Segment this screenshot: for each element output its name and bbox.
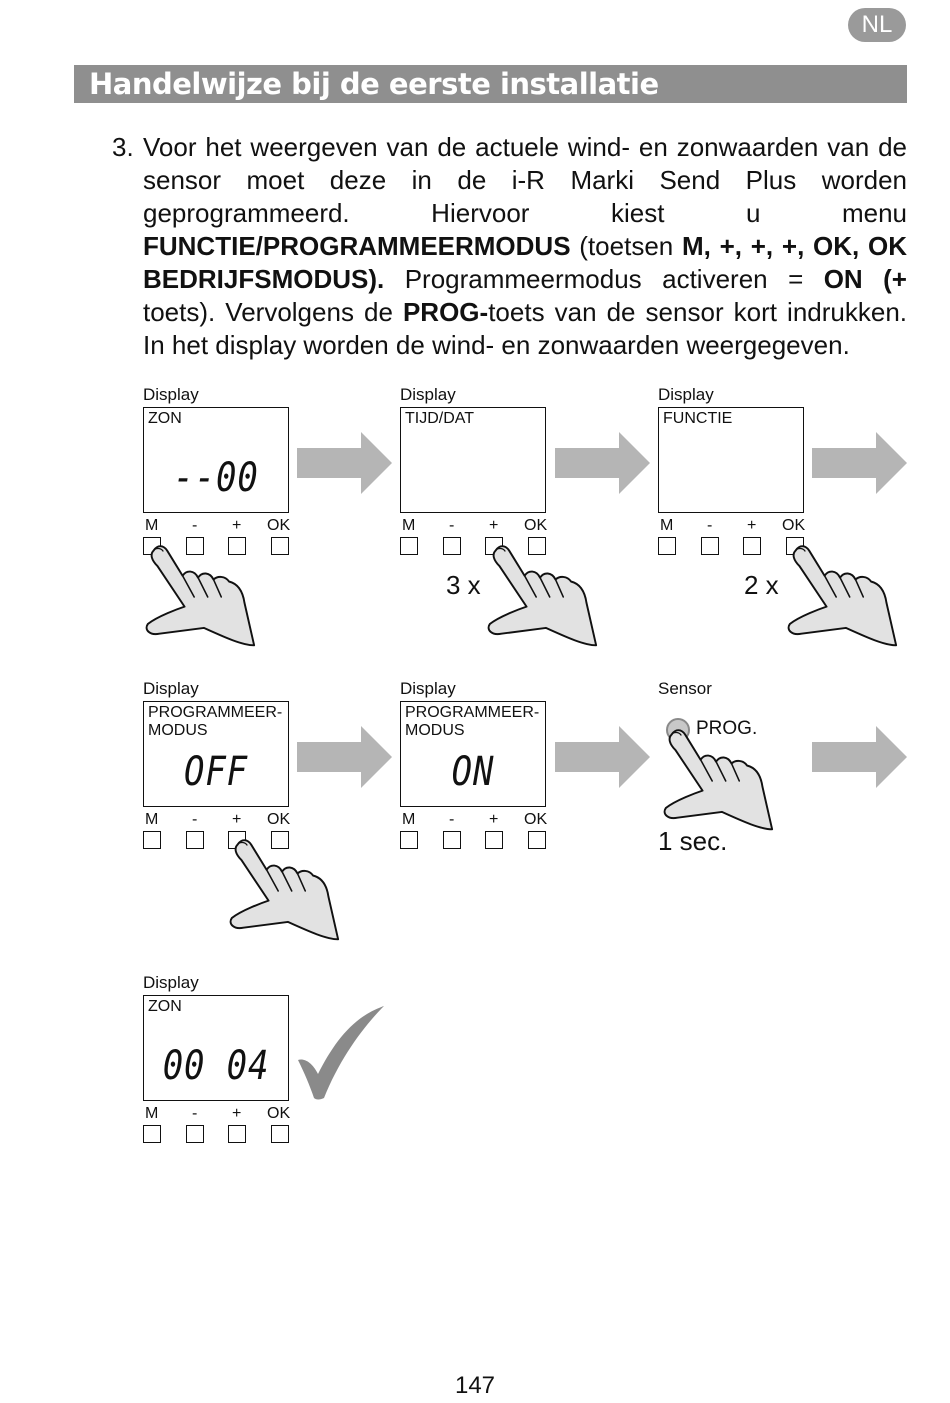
press-count: 2 x <box>744 570 779 600</box>
key-m[interactable] <box>143 831 161 849</box>
page-number: 147 <box>454 1372 496 1399</box>
keypad <box>658 537 810 557</box>
lcd-title: PROGRAMMEER- MODUS <box>405 704 540 739</box>
panel-label: Display <box>143 385 199 404</box>
panel-label: Display <box>400 385 456 404</box>
key-plus[interactable] <box>743 537 761 555</box>
key-ok[interactable] <box>271 1125 289 1143</box>
arrow-right-icon <box>555 726 650 788</box>
key-m[interactable] <box>143 1125 161 1143</box>
arrow-right-icon <box>812 432 907 494</box>
lcd-screen: TIJD/DAT <box>400 407 546 513</box>
checkmark-icon <box>298 1006 384 1100</box>
key-minus[interactable] <box>701 537 719 555</box>
key-m[interactable] <box>658 537 676 555</box>
sensor-label: Sensor <box>658 679 712 698</box>
pointing-hand-icon <box>663 729 774 831</box>
panel-label: Display <box>143 679 199 698</box>
display-panel-3: Display FUNCTIE M-+OK <box>658 385 818 655</box>
display-panel-6: Display ZON 00 04 M-+OK <box>143 973 303 1243</box>
key-plus[interactable] <box>485 831 503 849</box>
pointing-hand-icon <box>787 545 898 647</box>
prog-button-label: PROG. <box>696 718 758 739</box>
lcd-title: TIJD/DAT <box>405 410 475 427</box>
lcd-screen: FUNCTIE <box>658 407 804 513</box>
key-m[interactable] <box>400 537 418 555</box>
section-header: Handelwijze bij de eerste installatie <box>74 65 907 103</box>
key-minus[interactable] <box>186 537 204 555</box>
lcd-value: OFF <box>184 749 248 795</box>
display-panel-2: Display TIJD/DAT M-+OK <box>400 385 560 655</box>
key-ok[interactable] <box>528 537 546 555</box>
keypad <box>143 1125 295 1145</box>
panel-label: Display <box>658 385 714 404</box>
arrow-right-icon <box>555 432 650 494</box>
panel-label: Display <box>400 679 456 698</box>
key-ok[interactable] <box>271 537 289 555</box>
lcd-screen: ZON --00 <box>143 407 289 513</box>
key-plus[interactable] <box>228 537 246 555</box>
key-minus[interactable] <box>443 537 461 555</box>
pointing-hand-icon <box>229 839 340 941</box>
keypad <box>400 831 552 851</box>
pointing-hand-icon <box>487 545 598 647</box>
step-text: Voor het weergeven van de actuele wind- … <box>143 132 907 360</box>
press-count: 3 x <box>446 570 481 600</box>
press-duration: 1 sec. <box>658 826 728 856</box>
lcd-screen: PROGRAMMEER- MODUS OFF <box>143 701 289 807</box>
key-m[interactable] <box>400 831 418 849</box>
key-minus[interactable] <box>186 1125 204 1143</box>
display-panel-5: Display PROGRAMMEER- MODUS ON M-+OK <box>400 679 560 949</box>
step-3: 3. Voor het weergeven van de actuele win… <box>112 131 907 362</box>
key-minus[interactable] <box>186 831 204 849</box>
lcd-value: ON <box>451 749 495 795</box>
arrow-right-icon <box>297 432 392 494</box>
lcd-value: 00 04 <box>162 1043 270 1089</box>
pointing-hand-icon <box>145 545 256 647</box>
language-badge: NL <box>848 8 906 42</box>
keypad <box>143 831 295 851</box>
lcd-title: FUNCTIE <box>663 410 733 427</box>
lcd-title: PROGRAMMEER- MODUS <box>148 704 283 739</box>
arrow-right-icon <box>812 726 907 788</box>
lcd-screen: ZON 00 04 <box>143 995 289 1101</box>
lcd-value: --00 <box>173 455 259 501</box>
panel-label: Display <box>143 973 199 992</box>
step-number: 3. <box>112 132 134 162</box>
key-plus[interactable] <box>228 1125 246 1143</box>
lcd-screen: PROGRAMMEER- MODUS ON <box>400 701 546 807</box>
arrow-right-icon <box>297 726 392 788</box>
key-ok[interactable] <box>271 831 289 849</box>
key-minus[interactable] <box>443 831 461 849</box>
display-panel-4: Display PROGRAMMEER- MODUS OFF M-+OK <box>143 679 303 949</box>
key-ok[interactable] <box>528 831 546 849</box>
lcd-title: ZON <box>148 998 182 1015</box>
lcd-title: ZON <box>148 410 182 427</box>
